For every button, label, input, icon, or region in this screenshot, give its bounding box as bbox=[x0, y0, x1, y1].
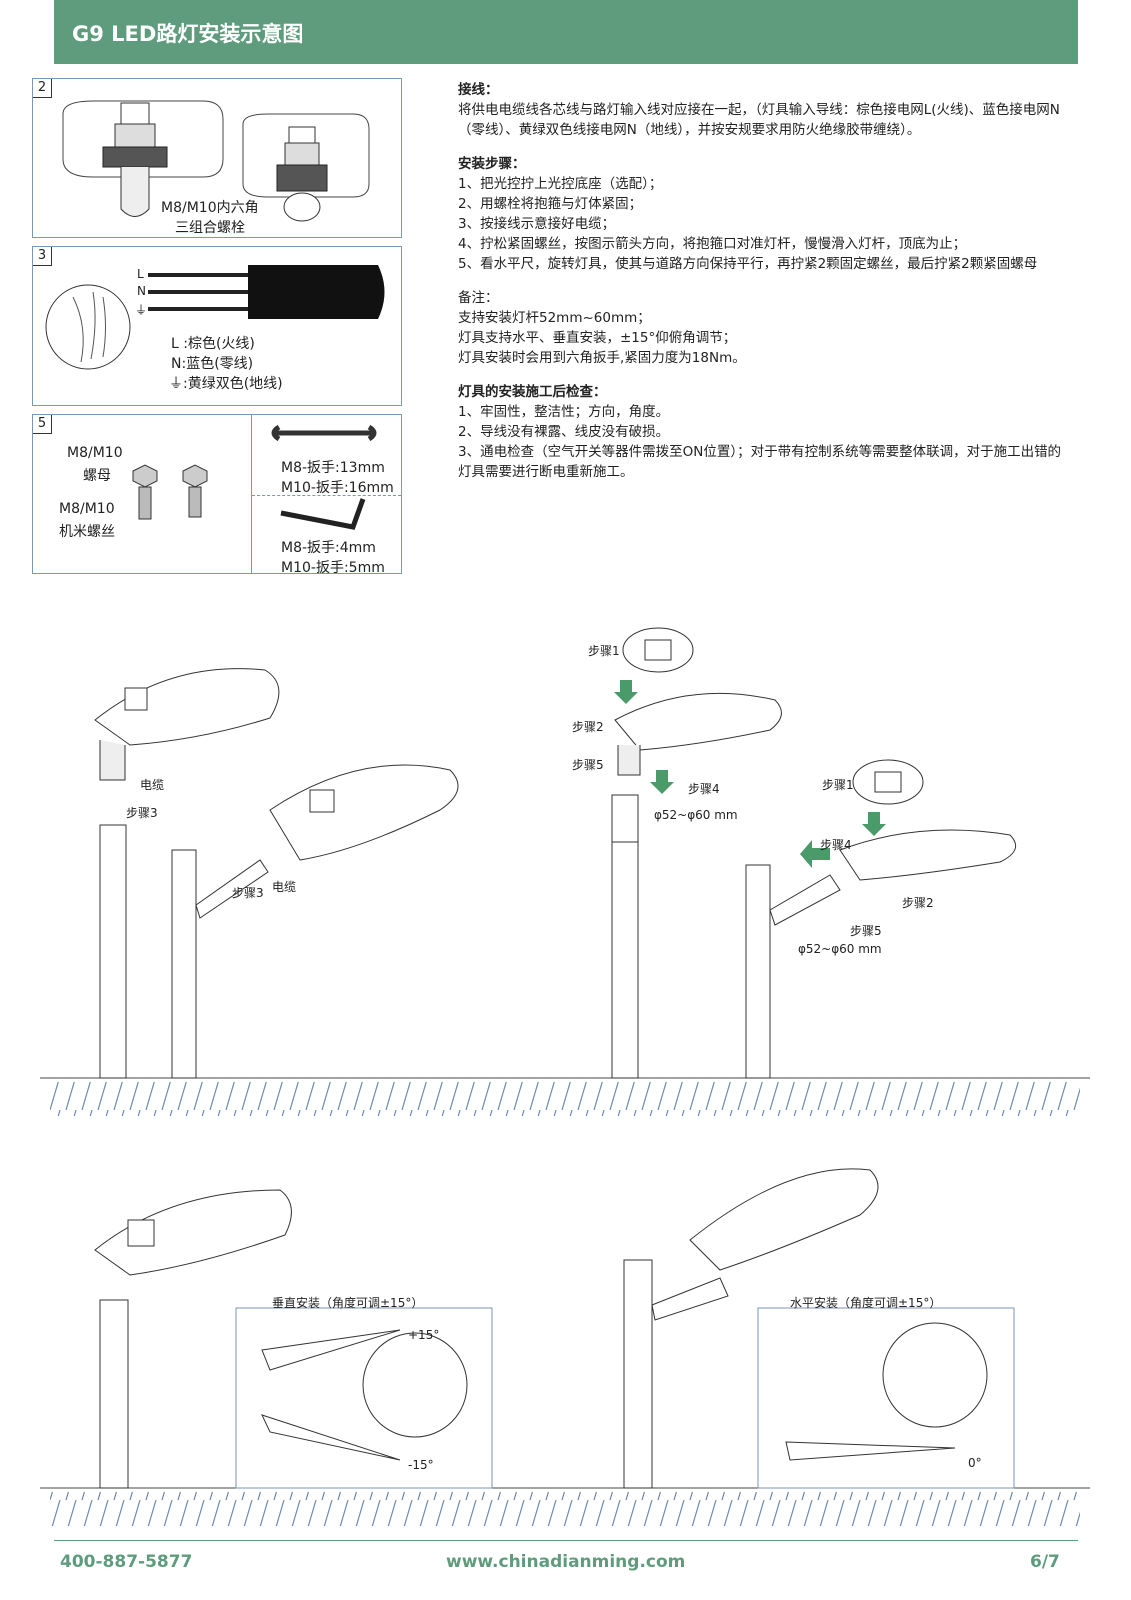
tools-illustration bbox=[132, 424, 377, 530]
mounting-angle-diagram bbox=[40, 1168, 1090, 1526]
step5-label: 步骤5 bbox=[572, 758, 604, 772]
bolt-label-1: M8/M10内六角 bbox=[161, 200, 259, 216]
check-item: 3、通电检查（空气开关等器件需拨至ON位置）；对于带有控制系统等需要整体联调，对… bbox=[458, 444, 1062, 480]
step-item: 2、用螺栓将抱箍与灯体紧固； bbox=[458, 196, 643, 212]
step-item: 3、按接线示意接好电缆； bbox=[458, 216, 616, 232]
note-item: 支持安装灯杆52mm~60mm； bbox=[458, 310, 651, 326]
step2-label: 步骤2 bbox=[572, 720, 604, 734]
notes-title: 备注： bbox=[458, 290, 499, 306]
wire-L: L bbox=[137, 267, 144, 281]
step3-label: 步骤3 bbox=[232, 886, 264, 900]
diameter-label: φ52~φ60 mm bbox=[798, 942, 882, 956]
zero-label: 0° bbox=[968, 1456, 982, 1470]
step-item: 4、拧松紧固螺丝，按图示箭头方向，将抱箍口对准灯杆，慢慢滑入灯杆，顶底为止； bbox=[458, 236, 967, 252]
page-header: G9 LED路灯安装示意图 bbox=[54, 0, 1078, 64]
lamp-mount-illustration bbox=[62, 100, 370, 222]
note-item: 灯具安装时会用到六角扳手,紧固力度为18Nm。 bbox=[458, 350, 746, 366]
footer-website[interactable]: www.chinadianming.com bbox=[446, 1552, 686, 1572]
diameter-label: φ52~φ60 mm bbox=[654, 808, 738, 822]
page-title: G9 LED路灯安装示意图 bbox=[72, 22, 304, 46]
ground-icon: ⏚ bbox=[135, 303, 148, 317]
cable-illustration bbox=[45, 265, 385, 370]
footer-divider bbox=[54, 1540, 1078, 1541]
divider bbox=[252, 495, 401, 496]
legend-N: N:蓝色(零线) bbox=[171, 356, 254, 372]
instructions: 接线： 将供电电缆线各芯线与路灯输入线对应接在一起，（灯具输入导线：棕色接电网L… bbox=[458, 80, 1068, 482]
panel-number: 3 bbox=[33, 247, 52, 266]
bolt-label-2: 三组合螺栓 bbox=[175, 220, 245, 236]
wiring-body: 将供电电缆线各芯线与路灯输入线对应接在一起，（灯具输入导线：棕色接电网L(火线)… bbox=[458, 102, 1060, 138]
panel-wiring: 3 L N ⏚ L :棕色(火线) N:蓝色(零线) ⏚:黄绿双色(地线) bbox=[32, 246, 402, 406]
note-item: 灯具支持水平、垂直安装，±15°仰俯角调节； bbox=[458, 330, 737, 346]
panel-tools: 5 M8/M10 螺母 M8/M10 机米螺丝 M8-扳手:13mm M10-扳… bbox=[32, 414, 402, 576]
hex-label-2: M10-扳手:5mm bbox=[281, 560, 385, 576]
panel-mount-bolt: 2 M8/M10内六角 三组合螺栓 bbox=[32, 78, 402, 238]
panel-number: 2 bbox=[33, 79, 52, 98]
page-number: 6/7 bbox=[1030, 1552, 1060, 1572]
cable-label: 电缆 bbox=[140, 778, 165, 792]
step4-label: 步骤4 bbox=[688, 782, 720, 796]
hex-label-1: M8-扳手:4mm bbox=[281, 540, 376, 556]
steps-title: 安装步骤： bbox=[458, 156, 526, 172]
plus15-label: +15° bbox=[408, 1328, 440, 1342]
step1-label: 步骤1 bbox=[822, 778, 854, 792]
horizontal-install-title: 水平安装（角度可调±15°） bbox=[790, 1296, 942, 1310]
step4-label: 步骤4 bbox=[820, 838, 852, 852]
check-item: 1、牢固性，整洁性；方向，角度。 bbox=[458, 404, 670, 420]
wiring-title: 接线： bbox=[458, 82, 499, 98]
step2-label: 步骤2 bbox=[902, 896, 934, 910]
check-title: 灯具的安装施工后检查： bbox=[458, 384, 607, 400]
wire-N: N bbox=[137, 284, 146, 298]
nut-label-1: M8/M10 bbox=[67, 445, 123, 461]
cable-label: 电缆 bbox=[272, 880, 297, 894]
check-item: 2、导线没有裸露、线皮没有破损。 bbox=[458, 424, 670, 440]
screw-label-2: 机米螺丝 bbox=[59, 524, 115, 540]
wrench-label-1: M8-扳手:13mm bbox=[281, 460, 385, 476]
footer-phone: 400-887-5877 bbox=[60, 1552, 193, 1572]
step-item: 5、看水平尺，旋转灯具，使其与道路方向保持平行，再拧紧2颗固定螺丝，最后拧紧2颗… bbox=[458, 256, 1038, 272]
divider bbox=[251, 415, 252, 573]
installation-diagram bbox=[40, 627, 1090, 1116]
step5-label: 步骤5 bbox=[850, 924, 882, 938]
legend-L: L :棕色(火线) bbox=[171, 336, 255, 352]
step1-label: 步骤1 bbox=[588, 644, 620, 658]
minus15-label: -15° bbox=[408, 1458, 434, 1472]
legend-E: ⏚:黄绿双色(地线) bbox=[169, 376, 283, 392]
vertical-install-title: 垂直安装（角度可调±15°） bbox=[272, 1296, 424, 1310]
screw-label-1: M8/M10 bbox=[59, 501, 115, 517]
step-item: 1、把光控拧上光控底座（选配）； bbox=[458, 176, 663, 192]
wrench-label-2: M10-扳手:16mm bbox=[281, 480, 394, 496]
step3-label: 步骤3 bbox=[126, 806, 158, 820]
panel-number: 5 bbox=[33, 415, 52, 434]
nut-label-2: 螺母 bbox=[83, 468, 111, 484]
